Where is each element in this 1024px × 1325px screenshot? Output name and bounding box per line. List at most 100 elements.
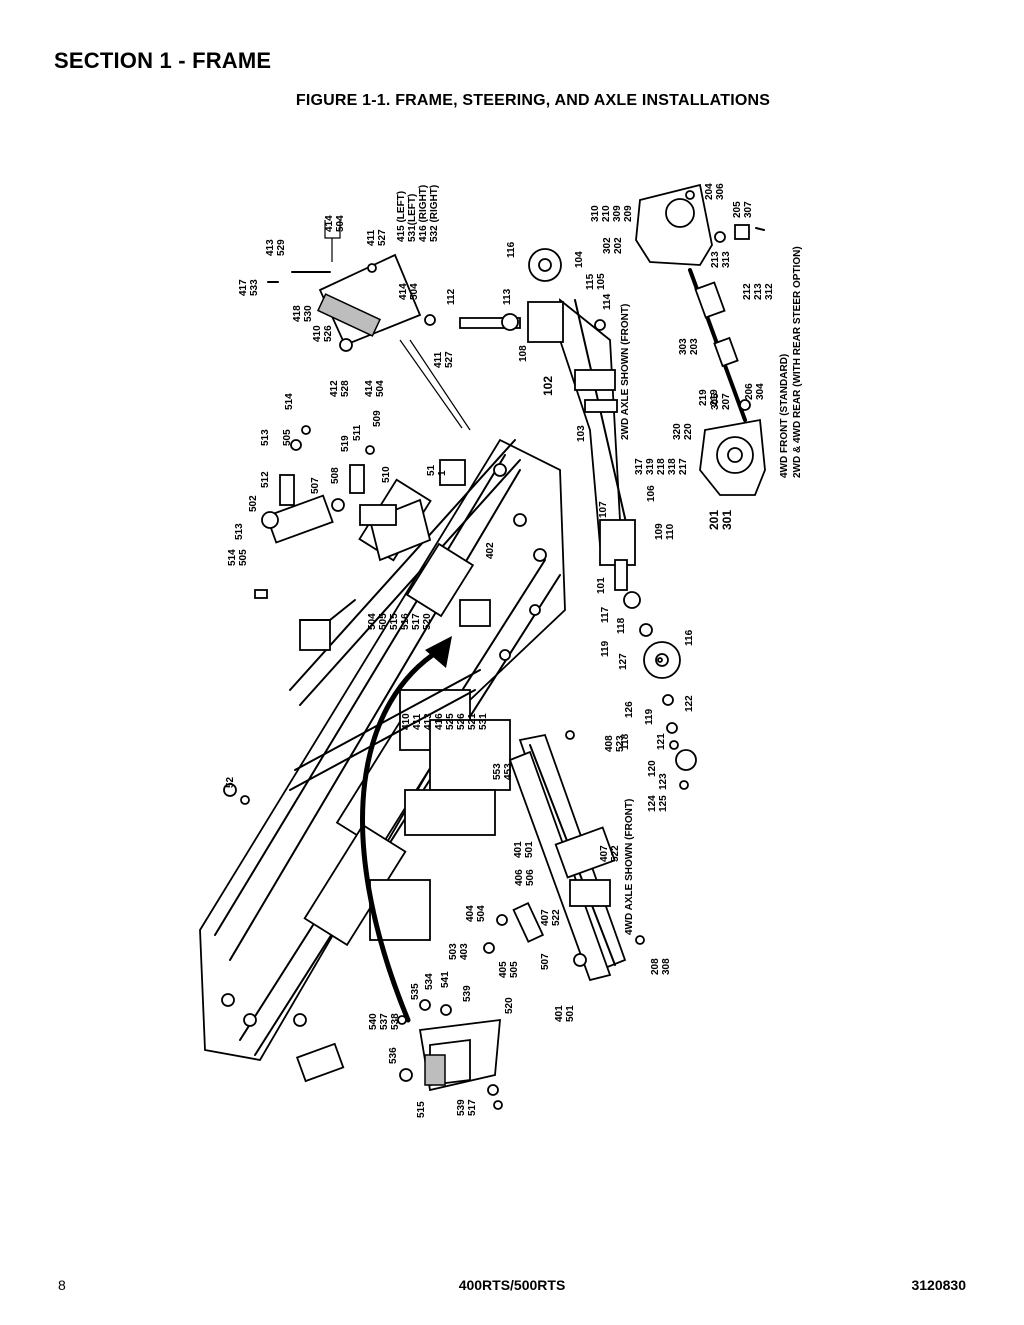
callout-52: 52	[225, 776, 236, 788]
callout-113: 113	[502, 288, 513, 305]
callout-414-504-a: 414504	[324, 215, 346, 232]
callout-126: 126	[624, 701, 635, 718]
callout-407-522-a: 407522	[599, 845, 621, 862]
callout-317-319: 317319218318217	[634, 458, 689, 475]
callout-541: 541	[440, 971, 451, 988]
mount-bracket	[397, 999, 503, 1110]
callout-labels: 417533 413529 414504 411527 415 (LEFT)53…	[225, 183, 803, 1118]
callout-534: 534	[424, 973, 435, 990]
callout-540-537: 540537538	[368, 1013, 401, 1030]
callout-205-307: 205307	[732, 201, 754, 218]
callout-417-533: 417533	[238, 279, 260, 296]
callout-107: 107	[598, 501, 609, 518]
callout-407-522-b: 407522	[540, 909, 562, 926]
callout-208-308: 208308	[650, 958, 672, 975]
callout-116-top: 116	[506, 241, 517, 258]
callout-507: 507	[310, 477, 321, 494]
tie-rod	[688, 268, 751, 422]
section-title: SECTION 1 - FRAME	[54, 48, 272, 73]
callout-401-501-a: 401501	[513, 841, 535, 858]
callout-514-505: 514505	[227, 549, 249, 566]
callout-123: 123	[658, 773, 669, 790]
axle-4wd-drawing	[483, 730, 645, 982]
callout-112: 112	[446, 288, 457, 305]
callout-201-301: 201301	[707, 510, 734, 530]
callout-508: 508	[330, 467, 341, 484]
callout-519: 519	[340, 435, 351, 452]
callout-553-453: 553453	[492, 763, 514, 780]
callout-109-110: 109110	[654, 523, 676, 540]
callout-408-523: 408523	[604, 735, 626, 752]
callout-127: 127	[618, 653, 629, 670]
callout-305-207: 305207	[710, 393, 732, 410]
callout-120: 120	[647, 760, 658, 777]
callout-213-313: 213313	[710, 251, 732, 268]
callout-310-210: 310210309209	[590, 205, 634, 222]
callout-411-527-a: 411527	[366, 229, 388, 246]
note-rear-steer-option: 2WD & 4WD REAR (WITH REAR STEER OPTION)	[792, 246, 803, 478]
steering-knuckle-upper	[635, 183, 765, 266]
callout-511: 511	[352, 424, 363, 441]
assembly-arrow	[360, 636, 452, 1023]
callout-115-105: 115105	[585, 273, 607, 290]
callout-512: 512	[260, 471, 271, 488]
callout-212-213-312: 212213312	[742, 283, 775, 300]
callout-102: 102	[541, 376, 555, 396]
callout-116-bot: 116	[684, 629, 695, 646]
callout-413-529: 413529	[265, 239, 287, 256]
leader-line	[399, 339, 463, 429]
callout-410-526: 410526	[312, 325, 334, 342]
document-number: 3120830	[911, 1277, 966, 1293]
callout-121: 121	[656, 733, 667, 750]
page-number: 8	[58, 1277, 66, 1293]
callout-122: 122	[684, 695, 695, 712]
callout-411-527-b: 411527	[433, 351, 455, 368]
callout-514: 514	[284, 393, 295, 410]
callout-402: 402	[485, 542, 496, 559]
callout-503-403: 503403	[448, 943, 470, 960]
callout-410-531: 410411413416525526521531	[401, 713, 489, 730]
callout-406-506: 406506	[514, 869, 536, 886]
callout-412-528: 412528	[329, 380, 351, 397]
callout-114: 114	[602, 293, 613, 310]
callout-507-b: 507	[540, 953, 551, 970]
callout-118-b: 118	[620, 733, 631, 750]
model-name: 400RTS/500RTS	[458, 1277, 566, 1293]
callout-124-125: 124125	[647, 795, 669, 812]
callout-204-306: 204306	[704, 183, 726, 200]
axle-2wd-drawing	[459, 248, 697, 790]
callout-535: 535	[410, 983, 421, 1000]
callout-513-b: 513	[234, 523, 245, 540]
pin-bracket-assembly	[267, 253, 436, 352]
callout-536: 536	[388, 1047, 399, 1064]
callout-401-501-b: 401501	[554, 1005, 576, 1022]
callout-539-517: 539517	[456, 1099, 478, 1116]
callout-119-a: 119	[600, 640, 611, 657]
callout-104: 104	[574, 251, 585, 268]
figure-title: FIGURE 1-1. FRAME, STEERING, AND AXLE IN…	[295, 92, 771, 109]
callout-539-a: 539	[462, 985, 473, 1002]
callout-520: 520	[504, 997, 515, 1014]
steering-cylinder	[261, 425, 375, 544]
callout-404-504: 404504	[465, 905, 487, 922]
callout-101: 101	[596, 577, 607, 594]
callout-119-b: 119	[644, 708, 655, 725]
callout-515: 515	[416, 1101, 427, 1118]
callout-320-220: 320220	[672, 423, 694, 440]
callout-509: 509	[372, 410, 383, 427]
callout-51-1: 511	[426, 464, 448, 476]
callout-117: 117	[600, 606, 611, 623]
note-axle-2wd: 2WD AXLE SHOWN (FRONT)	[620, 304, 631, 440]
callout-414-504-c: 414504	[364, 380, 386, 397]
main-frame-drawing	[199, 438, 566, 1083]
callout-502: 502	[248, 495, 259, 512]
steering-knuckle-lower	[699, 418, 766, 496]
callout-510: 510	[381, 466, 392, 483]
callout-219-219: 219219	[698, 389, 720, 406]
callout-206-304: 206304	[744, 383, 766, 400]
callout-108: 108	[518, 345, 529, 362]
callout-405-505: 405505	[498, 961, 520, 978]
callout-303-203: 303203	[678, 338, 700, 355]
callout-414-504-b: 414504	[398, 283, 420, 300]
